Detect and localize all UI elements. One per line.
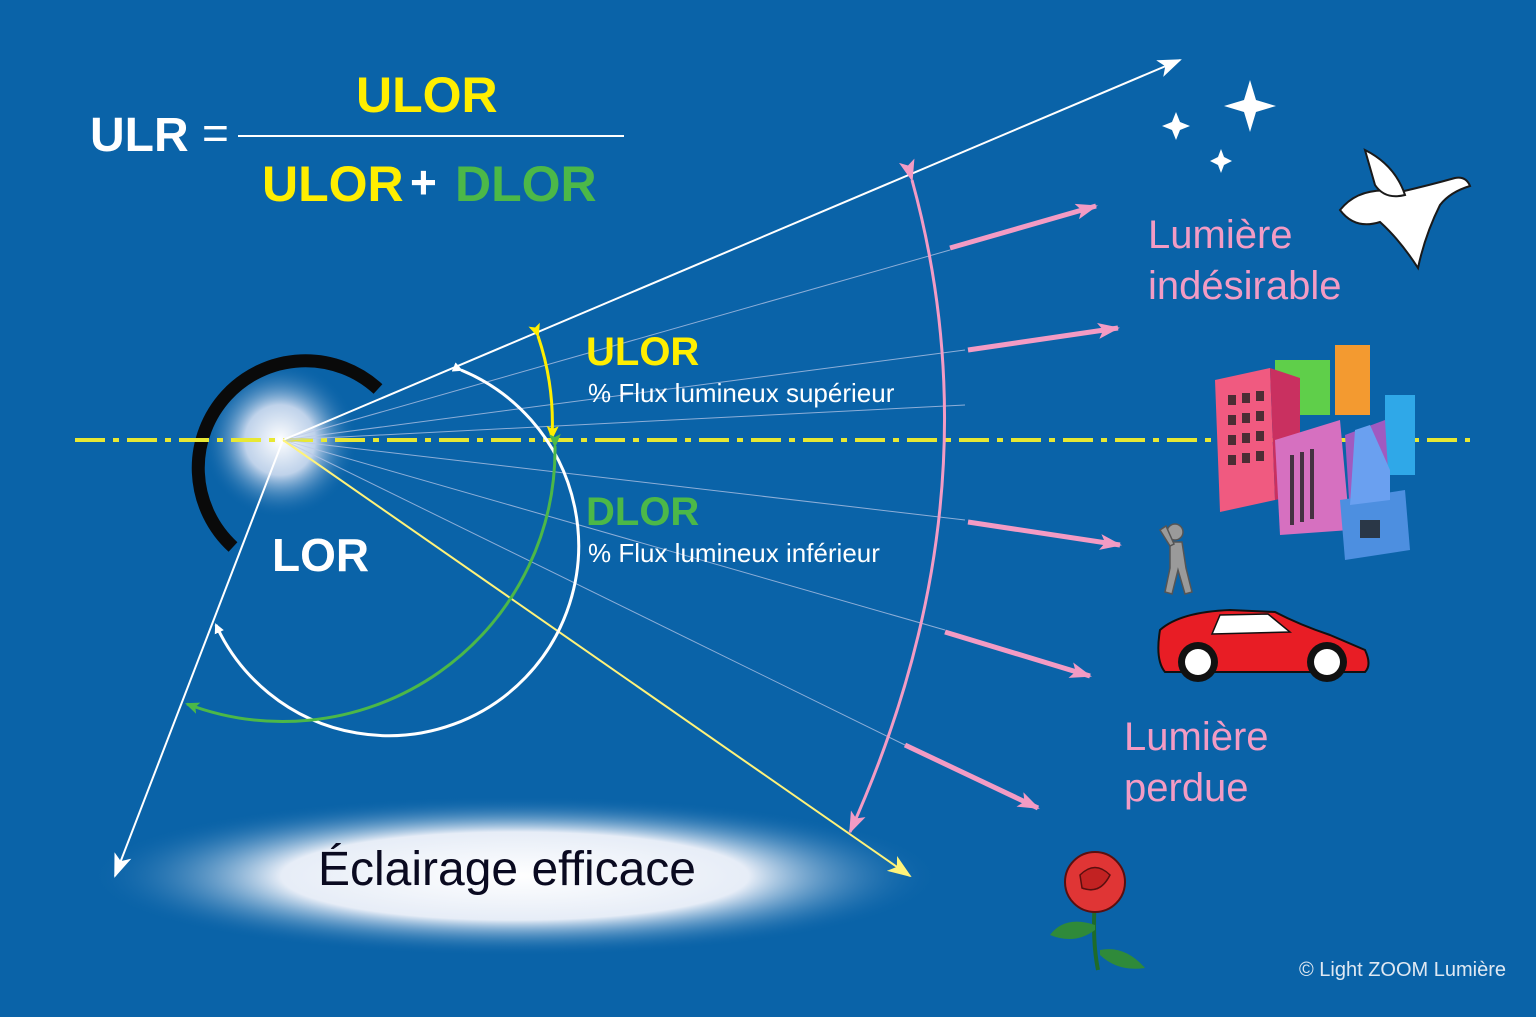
unwanted-light-label-line1: Lumière [1148, 213, 1293, 257]
dlor-description: % Flux lumineux inférieur [588, 538, 880, 568]
ulor-arc [528, 322, 559, 440]
formula-lhs: ULR [90, 109, 189, 162]
red-car-icon [1157, 608, 1370, 682]
formula-denominator-ulor: ULOR [262, 156, 404, 212]
copyright-notice: © Light ZOOM Lumière [1298, 959, 1506, 981]
pink-arc [848, 158, 947, 834]
ulor-description: % Flux lumineux supérieur [588, 378, 895, 408]
dlor-title: DLOR [586, 490, 700, 534]
pink-arrows [903, 203, 1122, 811]
lost-light-label-line2: perdue [1124, 766, 1249, 810]
ulor-title: ULOR [586, 330, 700, 374]
lamp-glow [202, 362, 358, 518]
rose-icon [1050, 851, 1145, 971]
dlor-arc [185, 433, 561, 723]
dove-icon [1338, 148, 1472, 271]
light-pool [90, 796, 940, 956]
formula-numerator: ULOR [356, 67, 498, 123]
formula-equals: = [202, 107, 229, 159]
formula-plus: + [410, 156, 437, 208]
effective-lighting-label: Éclairage efficace [318, 843, 696, 896]
person-icon [1158, 523, 1193, 595]
lost-light-label-line1: Lumière [1124, 715, 1269, 759]
unwanted-light-label-line2: indésirable [1148, 264, 1342, 308]
star-icon [1162, 80, 1276, 173]
formula-denominator-dlor: DLOR [455, 156, 597, 212]
city-buildings-icon [1215, 345, 1415, 560]
lor-label: LOR [272, 529, 370, 581]
